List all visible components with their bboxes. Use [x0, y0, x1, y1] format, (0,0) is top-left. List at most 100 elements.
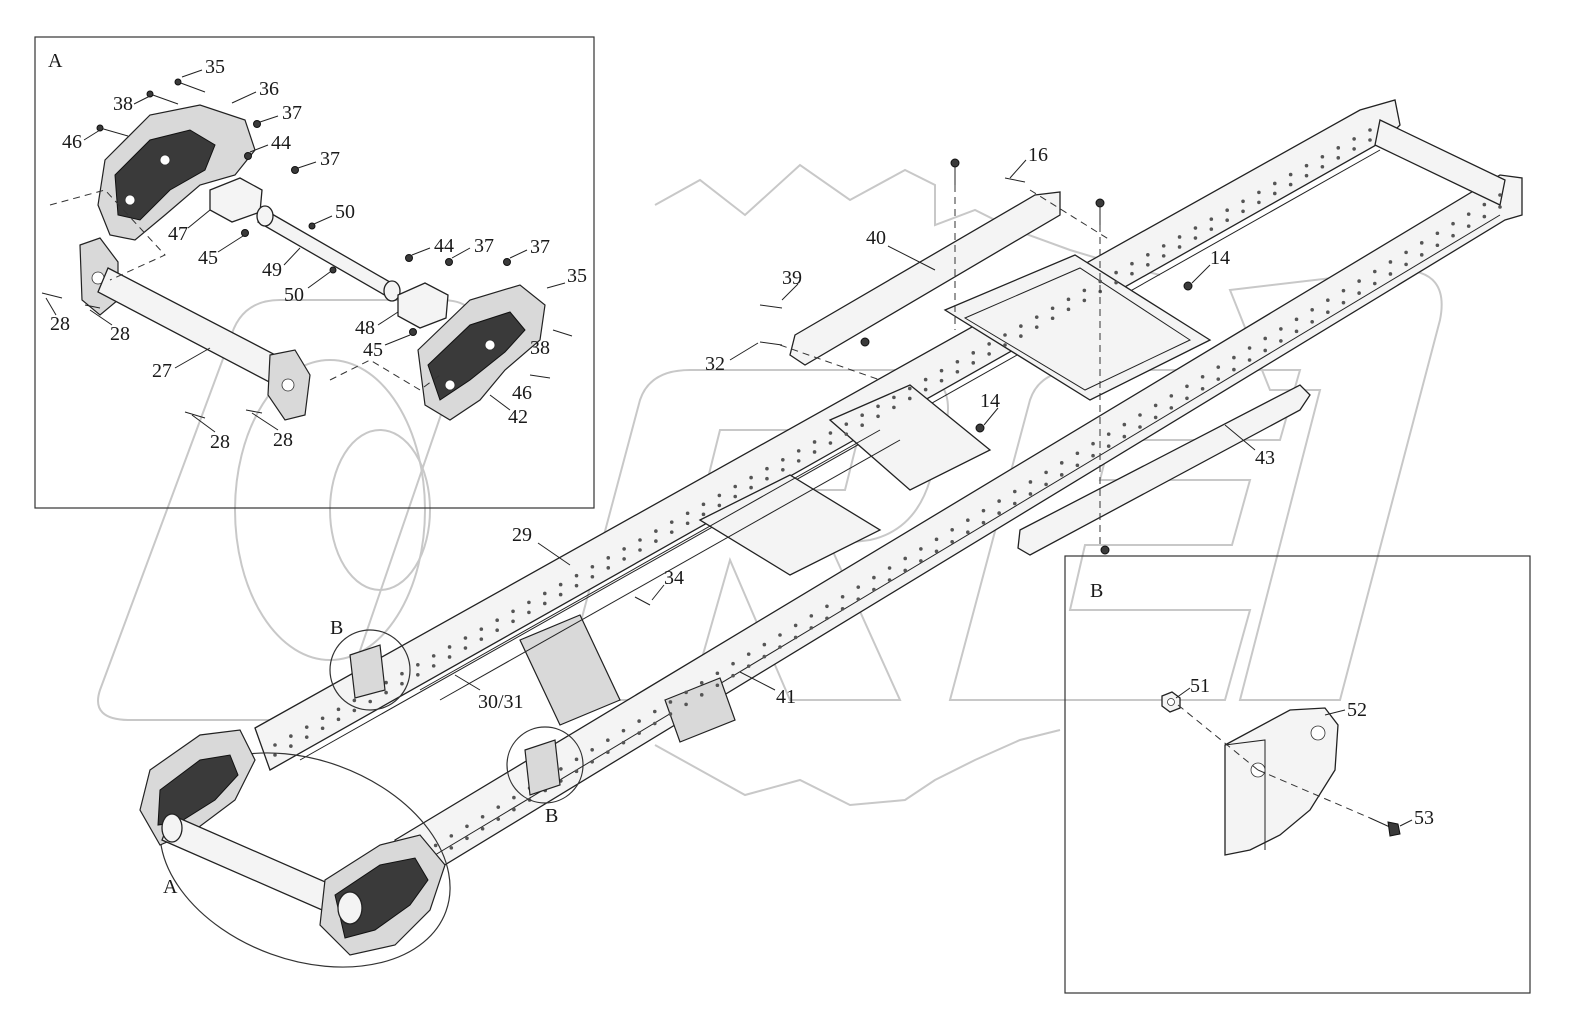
rail-hole	[762, 654, 767, 659]
ref-letter-b-rear: B	[330, 617, 343, 639]
rail-hole	[1498, 193, 1502, 197]
rail-hole	[1357, 291, 1361, 295]
main-chassis-frame	[254, 99, 1523, 881]
rear-suspension-assembly	[139, 729, 446, 956]
detail-a-upper-bracket	[97, 104, 256, 241]
rail-hole	[765, 476, 769, 481]
rail-hole	[433, 843, 438, 848]
rail-hole	[1114, 280, 1118, 285]
rail-hole	[685, 511, 690, 516]
rail-hole	[1034, 325, 1039, 329]
callout-50-a: 50	[335, 201, 355, 223]
detail-a-nut-45-b	[409, 328, 417, 336]
rail-hole	[1451, 233, 1455, 238]
rail-hole	[778, 633, 782, 637]
bolt-head-16-a	[950, 158, 960, 168]
rail-hole	[950, 539, 954, 544]
rail-hole	[289, 734, 293, 738]
rail-hole	[1257, 200, 1261, 205]
rail-hole	[1122, 422, 1127, 427]
rail-holes	[273, 128, 1502, 869]
detail-a-bolt-28-b	[84, 304, 101, 309]
rail-hole	[1294, 329, 1299, 334]
rail-hole	[1310, 319, 1314, 324]
rail-hole	[781, 467, 785, 472]
rail-hole	[939, 368, 944, 373]
detail-a-bolt-28-a	[41, 292, 63, 299]
rail-hole	[1075, 451, 1080, 456]
rail-hole	[733, 494, 738, 499]
rail-hole	[1091, 441, 1095, 446]
rail-hole	[638, 538, 642, 542]
callout-37-c: 37	[474, 235, 494, 257]
rail-hole	[654, 539, 658, 543]
rail-hole	[542, 601, 547, 606]
rail-hole	[449, 834, 454, 838]
rail-hole	[1368, 128, 1372, 132]
rail-hole	[840, 594, 845, 599]
rail-hole	[463, 646, 468, 650]
rail-hole	[416, 662, 420, 667]
rail-hole	[1177, 245, 1182, 249]
rail-hole	[812, 450, 817, 454]
callout-48: 48	[355, 317, 375, 339]
rail-hole	[997, 511, 1001, 515]
rail-hole	[1320, 164, 1325, 169]
detail-b-frame	[1064, 555, 1531, 994]
rail-hole	[1419, 241, 1424, 245]
rail-hole	[606, 750, 610, 755]
rail-hole	[746, 652, 751, 656]
rail-hole	[1153, 403, 1158, 408]
callout-40: 40	[866, 227, 886, 249]
rail-hole	[496, 817, 501, 821]
rail-hole	[1341, 300, 1346, 305]
nut-under-40	[860, 337, 870, 347]
rail-hole	[1263, 348, 1268, 353]
rail-hole	[1310, 307, 1314, 312]
detail-b-circle-front	[506, 726, 584, 804]
detail-a-shaft-49	[256, 205, 401, 302]
callout-28-a: 28	[50, 313, 70, 335]
rail-hole	[495, 628, 499, 633]
rail-hole	[1225, 208, 1229, 213]
rail-hole	[684, 702, 688, 707]
bracket-in-circle-front	[524, 739, 561, 796]
rail-hole	[1216, 365, 1221, 369]
rail-hole	[304, 735, 309, 739]
rail-hole	[1320, 154, 1325, 159]
rail-hole	[1059, 461, 1064, 465]
callout-45-a: 45	[198, 247, 218, 269]
rail-hole	[1435, 243, 1440, 248]
part-40-reinforcement	[789, 191, 1061, 366]
rail-hole	[304, 725, 309, 729]
rail-hole	[431, 664, 436, 668]
detail-a-nut-37-c	[445, 258, 453, 266]
ref-letter-a: A	[163, 876, 178, 898]
callout-14-a: 14	[1210, 247, 1230, 269]
rail-hole	[715, 671, 720, 676]
detail-a-bolt-35-upper	[174, 78, 206, 93]
rail-hole	[590, 574, 595, 579]
rail-hole	[574, 769, 579, 774]
rail-hole	[955, 359, 960, 364]
rail-hole	[701, 502, 706, 507]
rail-hole	[606, 566, 611, 570]
rail-hole	[558, 592, 563, 597]
callout-53: 53	[1414, 807, 1434, 829]
rail-hole	[479, 627, 484, 631]
rail-hole	[860, 413, 864, 418]
callout-44-b: 44	[434, 235, 454, 257]
nut-14-a	[1183, 281, 1193, 291]
bolt-head-vertical-right	[1095, 198, 1105, 208]
callout-36: 36	[259, 78, 279, 100]
rail-hole	[1209, 227, 1214, 231]
rail-hole	[1482, 202, 1487, 207]
rail-hole	[1279, 327, 1283, 331]
rail-hole	[1419, 253, 1424, 257]
detail-a-dashed-guide-left	[49, 189, 166, 281]
rail-hole	[1153, 415, 1158, 420]
rail-hole	[701, 512, 706, 517]
rail-hole	[1288, 182, 1293, 187]
